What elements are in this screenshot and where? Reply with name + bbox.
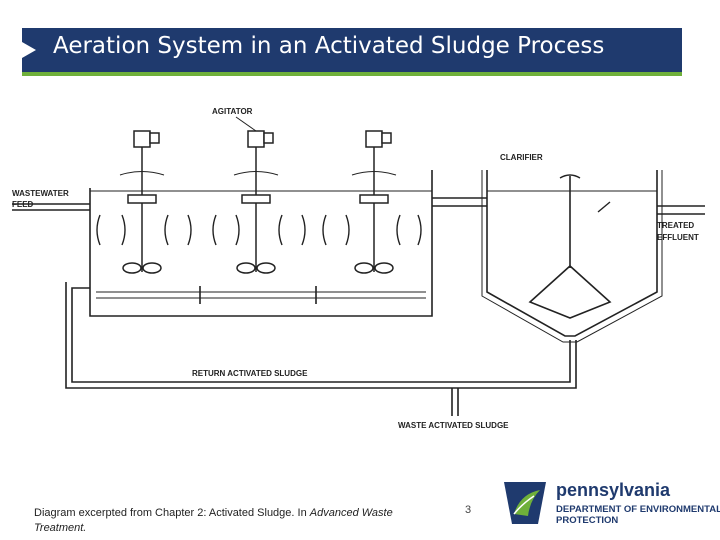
caption-text: Diagram excerpted from Chapter 2: Activa… <box>34 507 310 519</box>
slide-title: Aeration System in an Activated Sludge P… <box>53 33 605 59</box>
treated-label: TREATED <box>657 221 694 230</box>
return-activated-sludge-label: RETURN ACTIVATED SLUDGE <box>192 369 308 378</box>
pa-keystone-logo-icon <box>504 482 546 524</box>
agitator-3 <box>351 130 397 274</box>
logo-dept-line1: DEPARTMENT OF ENVIRONMENTAL <box>556 504 720 515</box>
clarifier-label: CLARIFIER <box>500 153 543 162</box>
agitator-1 <box>119 130 165 274</box>
process-diagram: AGITATOR CLARIFIER WASTEWATER FEED TREAT… <box>12 107 705 430</box>
page-number: 3 <box>465 504 472 516</box>
agitator-label: AGITATOR <box>212 107 253 116</box>
effluent-label: EFFLUENT <box>657 233 699 242</box>
agitator-2 <box>233 130 279 274</box>
caption-source: Advanced Waste Treatment. <box>34 507 393 534</box>
waste-activated-sludge-label: WASTE ACTIVATED SLUDGE <box>398 421 509 430</box>
wastewater-label: WASTEWATER <box>12 189 69 198</box>
aeration-tank-wall <box>89 170 433 317</box>
feed-label: FEED <box>12 200 34 209</box>
clarifier-tank-wall <box>486 170 658 337</box>
title-bar <box>22 28 682 76</box>
logo-dept-line2: PROTECTION <box>556 515 619 526</box>
diagram-caption: Diagram excerpted from Chapter 2: Activa… <box>34 506 414 536</box>
title-arrow-icon <box>22 42 36 58</box>
logo-wordmark: pennsylvania <box>556 480 671 500</box>
logo-department: DEPARTMENT OF ENVIRONMENTAL PROTECTION <box>556 504 720 526</box>
